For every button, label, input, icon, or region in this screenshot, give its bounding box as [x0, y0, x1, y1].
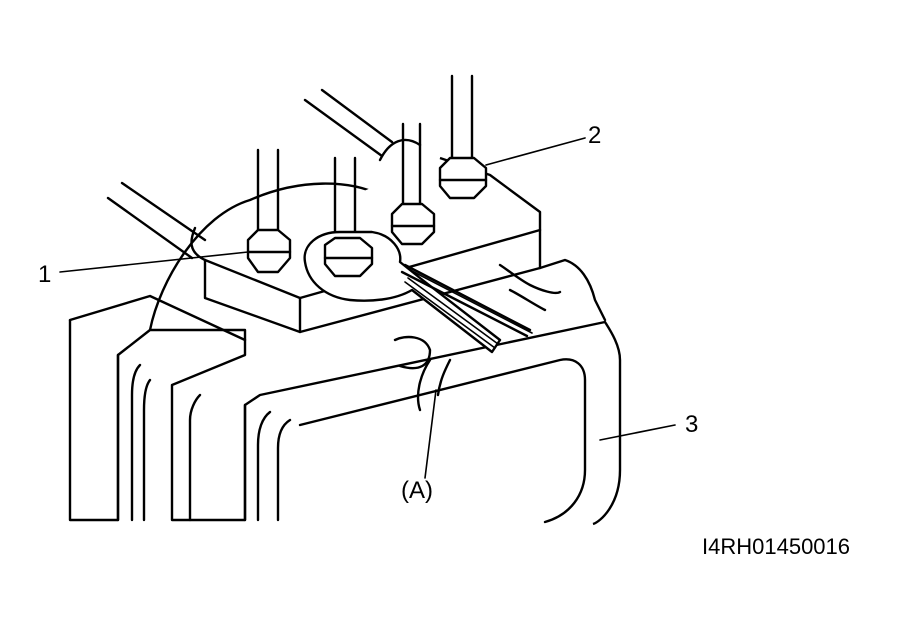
callout-part-3: 3: [685, 411, 698, 438]
rear-pipes: [106, 88, 394, 260]
reservoir-body: [148, 138, 422, 332]
flare-nut-wrench: [303, 230, 533, 354]
modulator-housing: [68, 258, 622, 526]
callout-part-2: 2: [588, 122, 601, 149]
callout-part-1: 1: [38, 261, 51, 288]
brake-pipes: [256, 74, 474, 242]
flare-nut-1: [246, 228, 292, 274]
flare-nut-3: [390, 202, 436, 246]
flare-nut-2: [438, 156, 488, 200]
callout-tool-a: (A): [401, 477, 433, 504]
figure-code: I4RH01450016: [702, 534, 850, 559]
leader-lines: [59, 137, 676, 479]
